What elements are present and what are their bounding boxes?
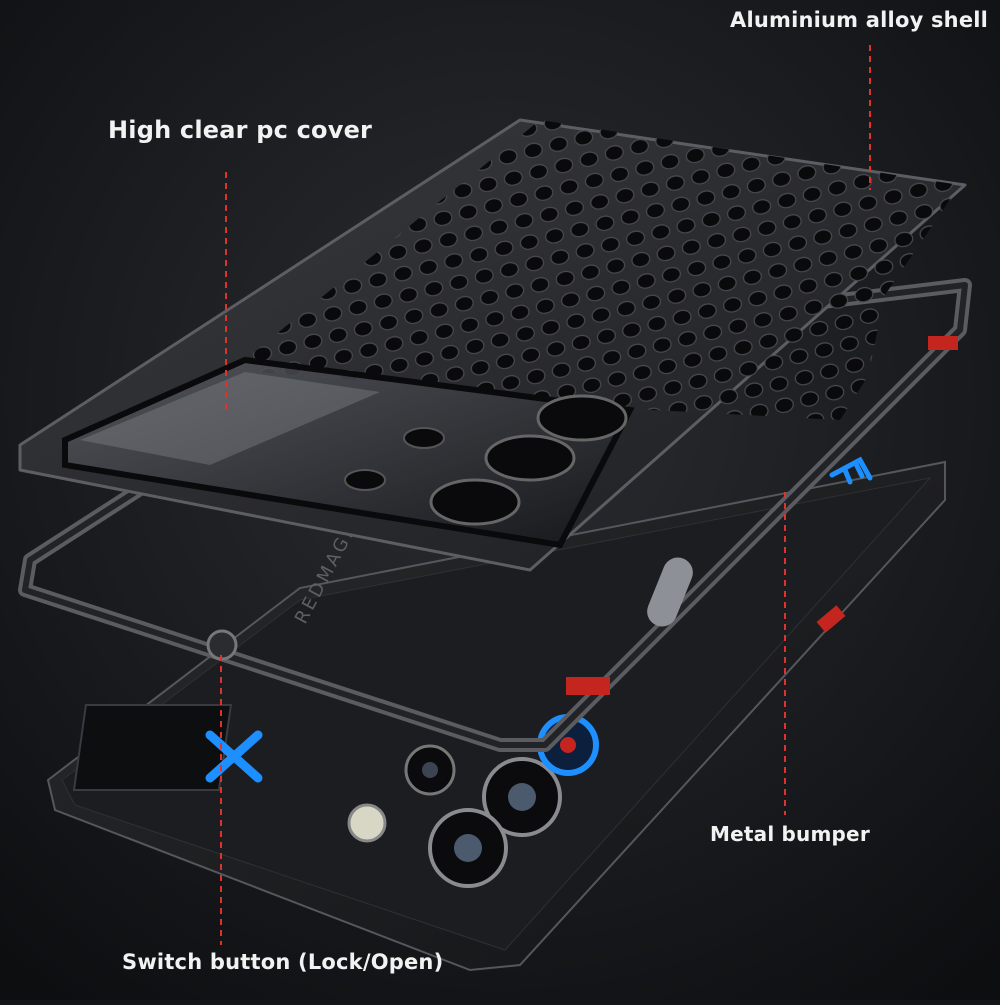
bumper-red-button[interactable] xyxy=(566,677,610,695)
sensor-cutout xyxy=(344,469,386,491)
glass-reflection xyxy=(80,372,380,465)
label-switch-button: Switch button (Lock/Open) xyxy=(122,950,444,974)
bumper-red-button[interactable] xyxy=(816,605,846,633)
switch-button[interactable] xyxy=(206,629,238,661)
camera-cutout xyxy=(536,394,628,442)
honeycomb-hole-icon xyxy=(232,120,960,420)
bumper-window xyxy=(647,557,693,627)
camera-cutout xyxy=(484,434,576,482)
sensor-cutout xyxy=(403,427,445,449)
label-aluminium-shell: Aluminium alloy shell xyxy=(730,8,989,32)
x-logo-icon xyxy=(205,730,263,783)
label-pc-cover: High clear pc cover xyxy=(108,116,373,144)
bumper-red-button[interactable] xyxy=(928,336,958,350)
phone-body xyxy=(46,456,946,972)
camera-cutout xyxy=(429,478,521,526)
redmagic-logo-icon xyxy=(829,456,873,485)
aluminium-shell xyxy=(18,118,967,572)
label-metal-bumper: Metal bumper xyxy=(710,822,870,846)
flash-icon xyxy=(347,803,387,843)
camera-module xyxy=(72,704,599,888)
leader-lines xyxy=(220,45,871,945)
